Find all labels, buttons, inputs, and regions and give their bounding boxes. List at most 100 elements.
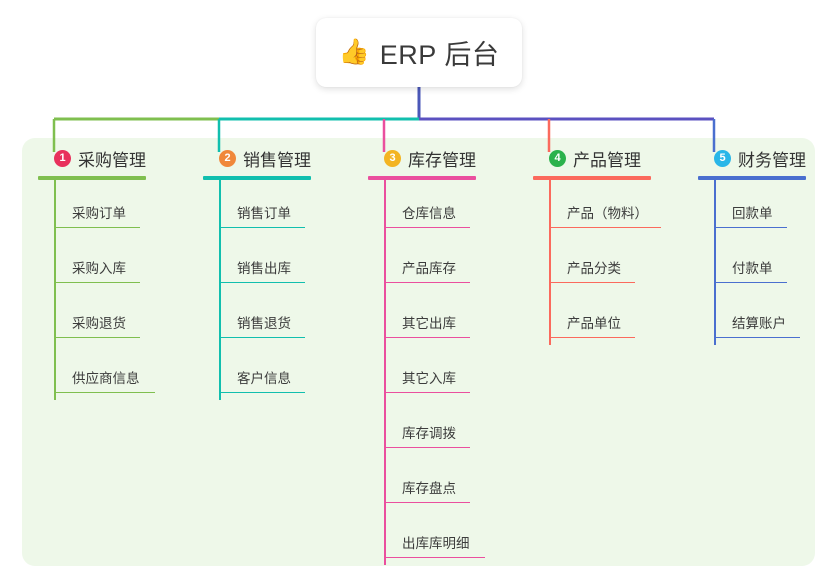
leaf-item[interactable]: 客户信息: [203, 345, 321, 400]
leaf-rule: [549, 226, 661, 228]
leaf-label: 回款单: [732, 206, 773, 221]
branch-header-rule-3: [368, 176, 476, 180]
branch-title-5: 财务管理: [738, 150, 806, 170]
leaf-label: 销售退货: [237, 316, 291, 331]
leaf-rule: [714, 336, 800, 338]
leaf-rule: [384, 391, 470, 393]
branch-column-3: 3 库存管理仓库信息产品库存其它出库其它入库库存调拨库存盘点出库库明细: [368, 146, 486, 565]
branch-badge-3: 3: [384, 149, 401, 167]
leaf-label: 产品（物料）: [567, 206, 648, 221]
branch-title-1: 采购管理: [78, 150, 146, 170]
leaf-rule: [54, 281, 140, 283]
branch-title-3: 库存管理: [408, 150, 476, 170]
branch-header-1[interactable]: 1 采购管理: [38, 146, 156, 170]
branch-spine-1: [54, 180, 56, 400]
leaf-item[interactable]: 采购订单: [38, 180, 156, 235]
thumbs-up-icon: 👍: [338, 38, 370, 66]
leaf-item[interactable]: 供应商信息: [38, 345, 156, 400]
branch-spine-3: [384, 180, 386, 565]
leaf-rule: [54, 391, 155, 393]
leaf-label: 其它出库: [402, 316, 456, 331]
leaf-label: 出库库明细: [402, 536, 470, 551]
leaf-label: 采购订单: [72, 206, 126, 221]
leaf-rule: [549, 281, 635, 283]
leaf-label: 仓库信息: [402, 206, 456, 221]
branch-column-5: 5 财务管理回款单付款单结算账户: [698, 146, 816, 345]
leaf-item[interactable]: 采购退货: [38, 290, 156, 345]
leaf-rule: [714, 281, 787, 283]
branch-header-5[interactable]: 5 财务管理: [698, 146, 816, 170]
branch-header-rule-1: [38, 176, 146, 180]
leaf-rule: [384, 281, 470, 283]
leaf-item[interactable]: 产品单位: [533, 290, 661, 345]
leaf-item[interactable]: 销售出库: [203, 235, 321, 290]
leaf-label: 库存盘点: [402, 481, 456, 496]
leaf-label: 库存调拨: [402, 426, 456, 441]
leaf-item[interactable]: 仓库信息: [368, 180, 486, 235]
branch-title-4: 产品管理: [573, 150, 641, 170]
leaf-item[interactable]: 出库库明细: [368, 510, 486, 565]
leaf-label: 销售出库: [237, 261, 291, 276]
leaf-group-4: 产品（物料） 产品分类产品单位: [533, 180, 661, 345]
leaf-rule: [384, 501, 470, 503]
leaf-group-2: 销售订单销售出库销售退货客户信息: [203, 180, 321, 400]
leaf-rule: [219, 391, 305, 393]
leaf-label: 客户信息: [237, 371, 291, 386]
leaf-item[interactable]: 采购入库: [38, 235, 156, 290]
branch-header-3[interactable]: 3 库存管理: [368, 146, 486, 170]
leaf-label: 其它入库: [402, 371, 456, 386]
branch-badge-2: 2: [219, 149, 236, 167]
leaf-item[interactable]: 销售退货: [203, 290, 321, 345]
leaf-label: 产品库存: [402, 261, 456, 276]
leaf-item[interactable]: 库存盘点: [368, 455, 486, 510]
leaf-item[interactable]: 结算账户: [698, 290, 816, 345]
leaf-rule: [219, 281, 305, 283]
leaf-label: 销售订单: [237, 206, 291, 221]
leaf-group-1: 采购订单采购入库采购退货供应商信息: [38, 180, 156, 400]
branch-spine-2: [219, 180, 221, 400]
leaf-label: 采购入库: [72, 261, 126, 276]
leaf-item[interactable]: 销售订单: [203, 180, 321, 235]
branch-header-rule-2: [203, 176, 311, 180]
leaf-label: 产品分类: [567, 261, 621, 276]
leaf-item[interactable]: 付款单: [698, 235, 816, 290]
leaf-rule: [714, 226, 787, 228]
leaf-rule: [54, 226, 140, 228]
leaf-rule: [219, 336, 305, 338]
leaf-item[interactable]: 库存调拨: [368, 400, 486, 455]
branch-header-rule-4: [533, 176, 651, 180]
root-title: ERP 后台: [379, 40, 500, 70]
branch-header-rule-5: [698, 176, 806, 180]
leaf-rule: [384, 556, 485, 558]
branch-spine-4: [549, 180, 551, 345]
leaf-item[interactable]: 其它出库: [368, 290, 486, 345]
leaf-item[interactable]: 其它入库: [368, 345, 486, 400]
diagram-panel: [22, 138, 815, 566]
leaf-item[interactable]: 产品库存: [368, 235, 486, 290]
leaf-label: 供应商信息: [72, 371, 140, 386]
branch-badge-5: 5: [714, 149, 731, 167]
leaf-rule: [384, 226, 470, 228]
leaf-rule: [54, 336, 140, 338]
branch-spine-5: [714, 180, 716, 345]
leaf-rule: [549, 336, 635, 338]
leaf-label: 产品单位: [567, 316, 621, 331]
branch-header-4[interactable]: 4 产品管理: [533, 146, 661, 170]
leaf-item[interactable]: 产品（物料）: [533, 180, 661, 235]
branch-column-4: 4 产品管理产品（物料） 产品分类产品单位: [533, 146, 661, 345]
leaf-label: 采购退货: [72, 316, 126, 331]
leaf-group-5: 回款单付款单结算账户: [698, 180, 816, 345]
branch-badge-4: 4: [549, 149, 566, 167]
leaf-item[interactable]: 回款单: [698, 180, 816, 235]
branch-column-1: 1 采购管理采购订单采购入库采购退货供应商信息: [38, 146, 156, 400]
branch-badge-1: 1: [54, 149, 71, 167]
leaf-label: 付款单: [732, 261, 773, 276]
leaf-item[interactable]: 产品分类: [533, 235, 661, 290]
leaf-label: 结算账户: [732, 316, 786, 331]
root-node[interactable]: 👍 ERP 后台: [316, 18, 522, 87]
leaf-rule: [384, 336, 470, 338]
